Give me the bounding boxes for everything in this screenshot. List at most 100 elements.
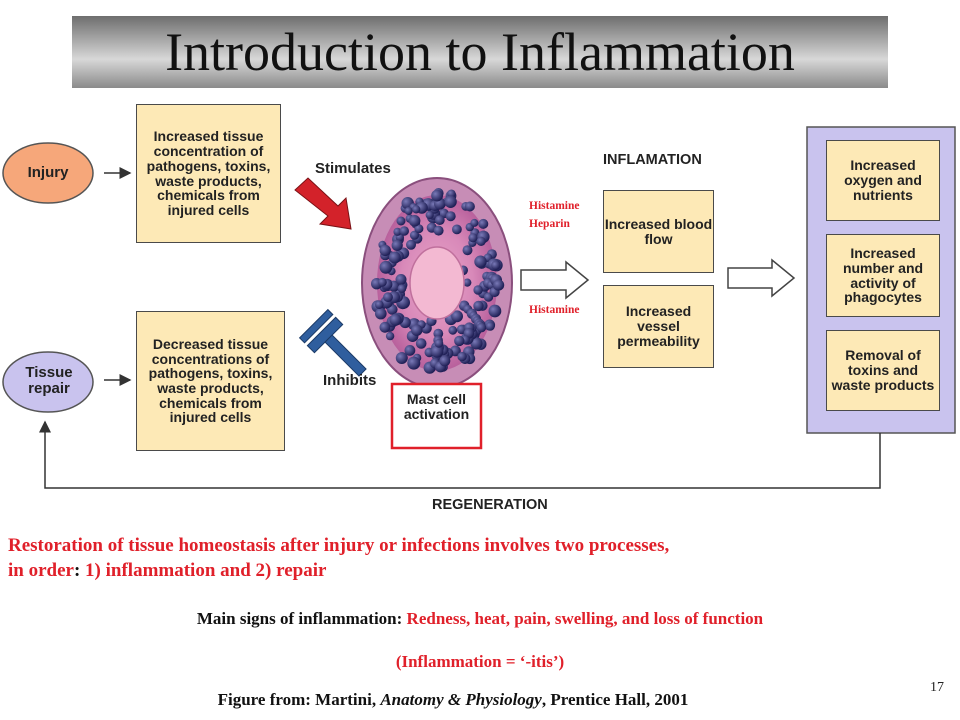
granule	[462, 245, 473, 256]
granule	[473, 300, 484, 312]
granule	[399, 226, 409, 236]
increased-oxygen-box: Increased oxygen and nutrients	[826, 140, 940, 221]
granule	[434, 338, 444, 348]
granule	[464, 201, 475, 212]
granule	[415, 338, 427, 349]
granule	[375, 307, 387, 320]
granule	[379, 260, 393, 274]
granule	[412, 205, 421, 214]
main-signs-list: Redness, heat, pain, swelling, and loss …	[406, 609, 764, 628]
granule	[383, 292, 393, 303]
granule	[444, 195, 457, 208]
tissue-repair-oval	[2, 351, 94, 413]
granule	[378, 277, 387, 287]
increased-blood-flow-box: Increased blood flow	[603, 190, 714, 273]
granule	[478, 218, 489, 229]
main-signs-line: Main signs of inflammation: Redness, hea…	[0, 609, 960, 629]
granule	[406, 239, 416, 250]
granule	[485, 321, 495, 331]
injury-oval	[2, 142, 94, 204]
granule	[431, 189, 443, 202]
histamine-label: Histamine	[529, 304, 580, 316]
granule	[470, 218, 479, 227]
granule	[393, 227, 402, 236]
inhibits-bar	[298, 308, 367, 377]
granule	[395, 352, 408, 364]
granule	[470, 337, 483, 350]
histamine-text-1: Histamine	[529, 200, 580, 212]
hollow-arrow-2	[727, 258, 796, 298]
figure-from: Figure from: Martini,	[217, 690, 377, 709]
granule	[411, 324, 423, 336]
page-number: 17	[930, 680, 944, 695]
granule	[414, 224, 424, 234]
granule	[397, 284, 407, 293]
granule	[385, 331, 395, 341]
title-bar: Introduction to Inflammation	[72, 16, 888, 88]
injury-label: Injury	[27, 164, 69, 181]
granule	[488, 304, 502, 318]
granule	[434, 215, 445, 226]
granule	[439, 355, 451, 367]
inflamation-heading: INFLAMATION	[603, 152, 702, 168]
stimulates-label: Stimulates	[315, 160, 391, 177]
granule	[468, 233, 478, 243]
granule	[448, 325, 458, 335]
granule	[408, 215, 421, 227]
granule	[379, 321, 391, 333]
hollow-arrow-1	[520, 260, 590, 300]
heparin-text: Heparin	[529, 217, 570, 230]
granule	[445, 211, 456, 222]
granule	[430, 345, 444, 358]
granule	[476, 322, 487, 333]
granule	[473, 285, 483, 295]
mast-cell	[361, 177, 513, 389]
granule	[454, 335, 465, 347]
granule	[493, 279, 505, 291]
granule	[474, 255, 487, 268]
restoration-text: Restoration of tissue homeostasis after …	[8, 533, 669, 584]
increased-phagocytes-box: Increased number and activity of phagocy…	[826, 234, 940, 317]
increased-concentration-box: Increased tissue concentration of pathog…	[136, 104, 281, 243]
figure-credit: Figure from: Martini, Anatomy & Physiolo…	[0, 690, 906, 710]
granule	[409, 230, 420, 240]
granule	[433, 225, 444, 236]
granule	[491, 260, 501, 270]
restoration-colon: :	[73, 560, 86, 582]
granule	[391, 239, 403, 251]
granule	[457, 351, 467, 362]
itis-line: (Inflammation = ‘-itis’)	[395, 652, 565, 671]
increased-vessel-permeability-box: Increased vessel permeability	[603, 285, 714, 368]
mast-cell-activation-label: Mast cell activation	[403, 391, 470, 422]
granule	[407, 356, 421, 370]
book-title: Anatomy & Physiology	[380, 690, 542, 709]
publisher: , Prentice Hall, 2001	[541, 690, 689, 709]
granule	[425, 210, 434, 220]
histamine-heparin-label: Histamine Heparin	[529, 198, 579, 234]
regeneration-line	[39, 420, 881, 489]
tissue-repair-label: Tissue repair	[25, 364, 73, 397]
page-title: Introduction to Inflammation	[165, 22, 795, 82]
stimulates-arrow	[294, 177, 352, 230]
removal-of-toxins-box: Removal of toxins and waste products	[826, 330, 940, 411]
decreased-concentration-box: Decreased tissue concentrations of patho…	[136, 311, 285, 451]
granule	[389, 313, 402, 326]
granule	[404, 345, 416, 356]
inhibits-label: Inhibits	[323, 372, 377, 389]
granule	[463, 278, 472, 287]
main-signs-label: Main signs of inflammation:	[196, 609, 403, 628]
restoration-processes: 1) inflammation and 2) repair	[85, 560, 327, 582]
mast-cell-activation-frame	[390, 382, 483, 450]
granule	[476, 236, 486, 246]
granule	[452, 224, 462, 235]
granule	[451, 310, 463, 323]
granule	[395, 274, 407, 285]
regeneration-label: REGENERATION	[432, 497, 548, 513]
granule	[375, 300, 384, 310]
granule	[379, 244, 391, 257]
granule	[388, 251, 401, 264]
granule	[433, 328, 444, 339]
restoration-line-1: Restoration of tissue homeostasis after …	[8, 535, 670, 556]
granule	[396, 216, 406, 226]
